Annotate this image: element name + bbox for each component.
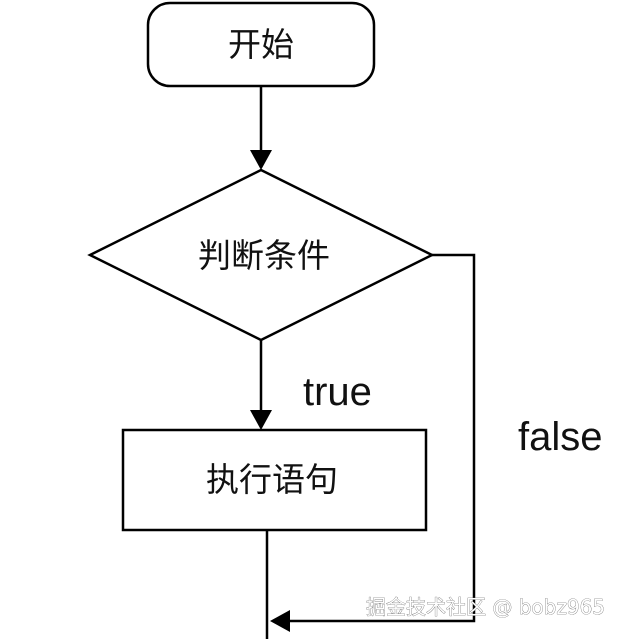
false-branch-line xyxy=(288,253,476,623)
condition-label: 判断条件 xyxy=(198,236,330,275)
true-label: true xyxy=(303,370,372,414)
statement-node xyxy=(121,428,428,532)
arrowhead-condition xyxy=(250,150,272,170)
arrowhead-statement xyxy=(250,410,272,430)
statement-label: 执行语句 xyxy=(206,460,338,499)
watermark-text: 掘金技术社区 @ bobz965 xyxy=(366,595,605,619)
start-label: 开始 xyxy=(228,25,294,64)
arrowhead-false-merge xyxy=(270,610,290,632)
false-label: false xyxy=(518,415,603,459)
